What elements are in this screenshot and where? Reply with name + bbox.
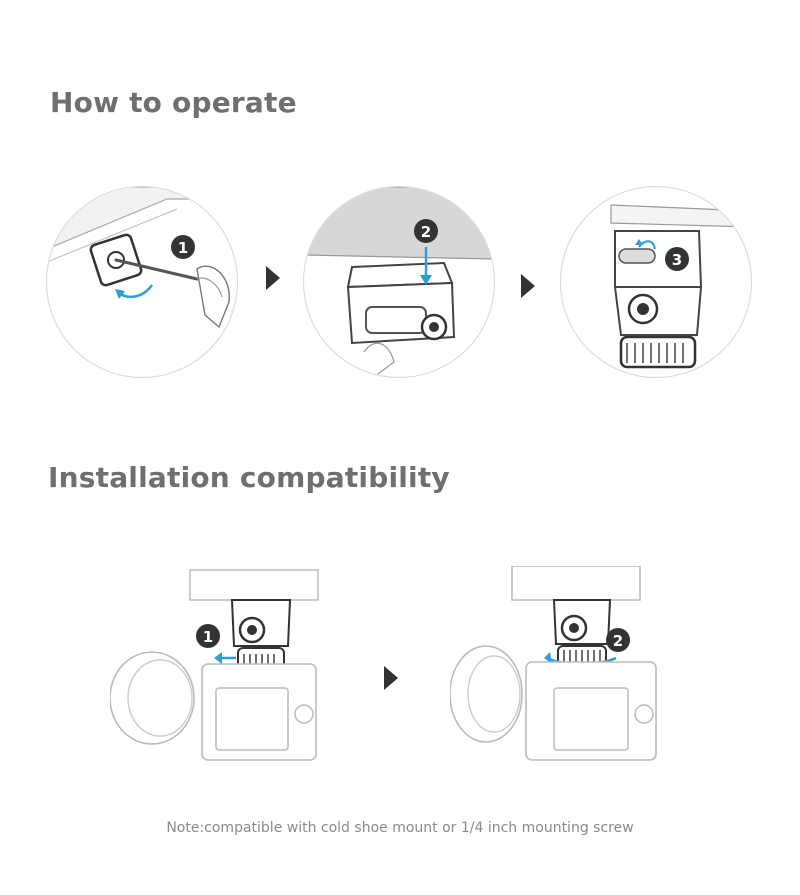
- compatibility-note: Note:compatible with cold shoe mount or …: [166, 820, 634, 836]
- install-step-2-illustration: 2: [449, 565, 665, 771]
- install-step-1-number: 1: [203, 628, 213, 646]
- next-arrow-icon-2: [521, 274, 535, 298]
- step-1-number: 1: [178, 239, 188, 257]
- next-arrow-icon-3: [384, 666, 398, 690]
- step-2-illustration: 2: [303, 186, 495, 378]
- how-to-operate-title: How to operate: [50, 86, 297, 119]
- step-1-illustration: 1: [46, 186, 238, 378]
- installation-compatibility-title: Installation compatibility: [48, 461, 450, 494]
- install-step-1-illustration: 1: [109, 566, 325, 771]
- step-3-badge: [665, 247, 689, 271]
- step-3-number: 3: [672, 251, 682, 269]
- step-2-badge: [414, 219, 438, 243]
- step-3-illustration: 3: [560, 186, 752, 378]
- install-step-2-badge: [606, 628, 630, 652]
- install-step-1-badge: [196, 624, 220, 648]
- step-2-number: 2: [421, 223, 431, 241]
- step-1-badge: [171, 235, 195, 259]
- next-arrow-icon-1: [266, 266, 280, 290]
- install-step-2-number: 2: [613, 632, 623, 650]
